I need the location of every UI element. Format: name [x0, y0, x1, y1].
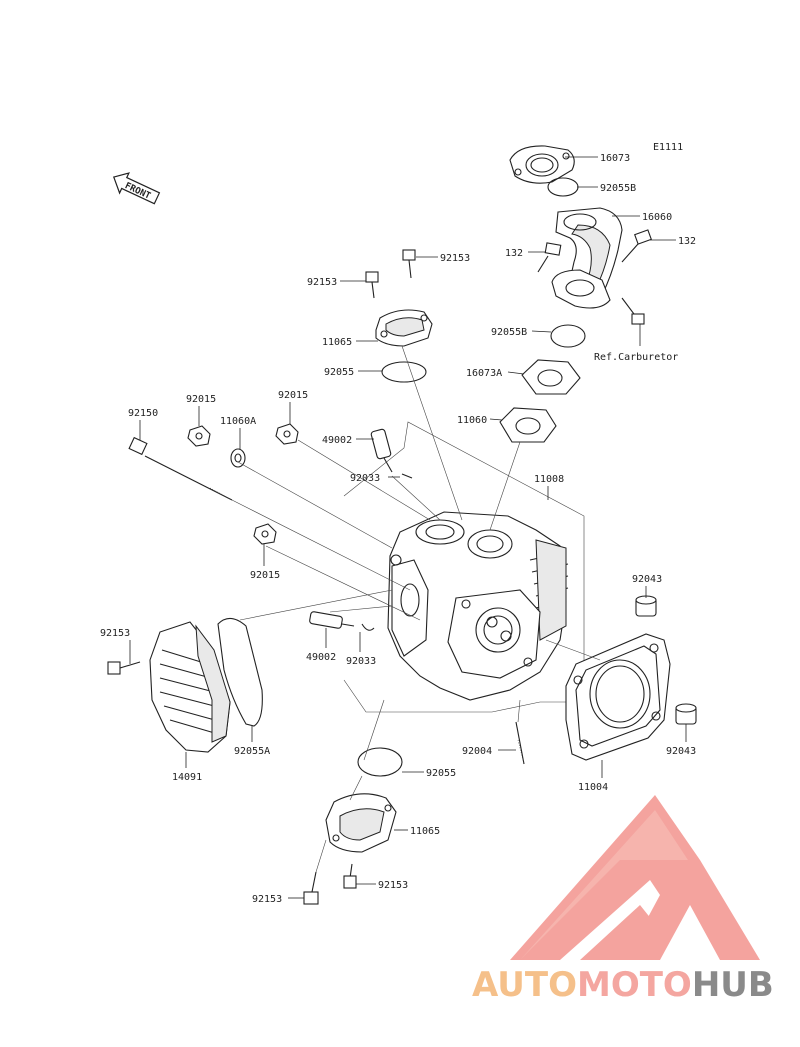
- wordmark-auto: AUTO: [472, 965, 577, 1005]
- nut-92015-a: [187, 425, 211, 447]
- dowel-92043-top: [635, 595, 657, 617]
- o-ring-92055b-low: [550, 324, 586, 348]
- label-92004: 92004: [462, 746, 492, 757]
- side-cover-14091: [149, 621, 231, 753]
- wordmark-moto: MOTO: [577, 965, 692, 1005]
- label-132-right: 132: [678, 236, 696, 247]
- label-92015-b: 92015: [278, 390, 308, 401]
- carburetor-stud: [621, 297, 645, 325]
- label-92153-c: 92153: [100, 628, 130, 639]
- label-92055b-low: 92055B: [491, 327, 527, 338]
- stud-92004: [515, 721, 525, 765]
- diagram-code: E1111: [653, 142, 683, 153]
- o-ring-92055b-top: [547, 177, 579, 197]
- label-92153-b: 92153: [440, 253, 470, 264]
- label-11065-top: 11065: [322, 337, 352, 348]
- label-92015-a: 92015: [186, 394, 216, 405]
- label-92055b-top: 92055B: [600, 183, 636, 194]
- bolt-92153-b: [402, 249, 416, 279]
- intake-pipe-16060: [551, 207, 623, 309]
- label-11060: 11060: [457, 415, 487, 426]
- nut-92015-c: [253, 523, 277, 545]
- front-arrow-icon: FRONT: [112, 172, 161, 205]
- logo-m-inner: [520, 810, 688, 960]
- intake-flange-16073: [509, 145, 575, 184]
- gasket-11060: [499, 407, 557, 443]
- label-49002-low: 49002: [306, 652, 336, 663]
- label-132-left: 132: [505, 248, 523, 259]
- label-11065-low: 11065: [410, 826, 440, 837]
- ref-carburetor-note: Ref.Carburetor: [594, 352, 678, 363]
- bolt-132-right: [621, 229, 652, 263]
- automotohub-wordmark: AUTOMOTOHUB: [472, 965, 774, 1005]
- label-16073a: 16073A: [466, 368, 502, 379]
- label-14091: 14091: [172, 772, 202, 783]
- label-16073: 16073: [600, 153, 630, 164]
- label-92153-a: 92153: [307, 277, 337, 288]
- nut-92015-b: [275, 423, 299, 445]
- label-49002-top: 49002: [322, 435, 352, 446]
- label-92055-top: 92055: [324, 367, 354, 378]
- cylinder-head-11008: [343, 421, 585, 713]
- part-labels: 16073 92055B 16060 132 132 92153 92153 9…: [100, 153, 696, 905]
- label-92033-low: 92033: [346, 656, 376, 667]
- label-92150: 92150: [128, 408, 158, 419]
- label-92033-top: 92033: [350, 473, 380, 484]
- label-11060a: 11060A: [220, 416, 256, 427]
- o-ring-92055-low: [357, 747, 403, 777]
- label-11008: 11008: [534, 474, 564, 485]
- leader-lines: [129, 156, 687, 899]
- label-92055a: 92055A: [234, 746, 270, 757]
- label-92015-c: 92015: [250, 570, 280, 581]
- valve-guide-49002-top: [370, 428, 393, 473]
- clip-92033-top: [401, 473, 413, 479]
- bolt-132-left: [537, 242, 562, 273]
- label-92153-d: 92153: [252, 894, 282, 905]
- tappet-cover-11065-top: [375, 309, 433, 347]
- bolt-92153-d: [303, 871, 319, 905]
- washer-11060a: [230, 448, 246, 468]
- o-ring-92055-top: [381, 361, 427, 383]
- automotohub-logo: [510, 795, 760, 960]
- spacer-16073a: [521, 359, 581, 395]
- stud-bolt-92150: [128, 436, 233, 501]
- tappet-cover-11065-low: [325, 793, 397, 853]
- clip-92033-low: [361, 623, 375, 631]
- label-11004: 11004: [578, 782, 608, 793]
- wordmark-hub: HUB: [692, 965, 774, 1005]
- label-92055-low: 92055: [426, 768, 456, 779]
- svg-text:AUTOMOTOHUB: AUTOMOTOHUB: [472, 965, 774, 1005]
- bolt-92153-e: [343, 863, 357, 889]
- dowel-92043-low: [675, 703, 697, 725]
- assembly-axis-lines: [231, 345, 601, 873]
- label-92043-top: 92043: [632, 574, 662, 585]
- label-16060: 16060: [642, 212, 672, 223]
- valve-guide-49002-low: [309, 611, 355, 629]
- head-gasket-11004: [565, 633, 671, 761]
- logo-m-mark: [510, 795, 760, 960]
- label-92153-e: 92153: [378, 880, 408, 891]
- label-92043-low: 92043: [666, 746, 696, 757]
- gasket-92055a: [217, 617, 263, 727]
- bolt-92153-a: [365, 271, 379, 299]
- bolt-92153-c: [107, 661, 141, 675]
